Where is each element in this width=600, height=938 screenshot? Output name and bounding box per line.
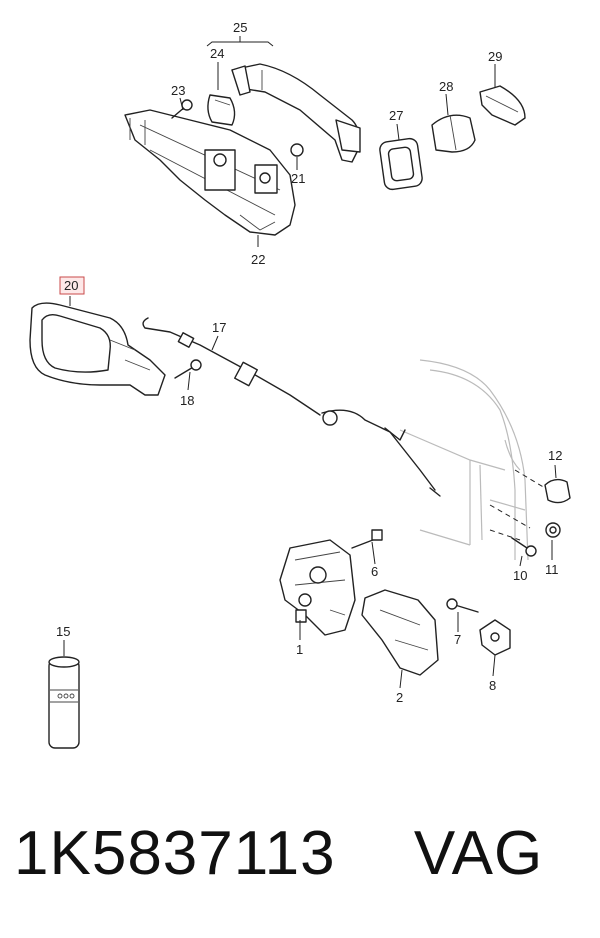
screw-part-23 xyxy=(171,99,193,119)
striker-part-8 xyxy=(479,619,511,656)
callout-12: 12 xyxy=(548,448,562,463)
callout-27: 27 xyxy=(389,108,403,123)
callout-24: 24 xyxy=(210,46,224,61)
callout-1: 1 xyxy=(296,642,303,657)
callout-23: 23 xyxy=(171,83,185,98)
callout-22: 22 xyxy=(251,252,265,267)
callout-2: 2 xyxy=(396,690,403,705)
handle-carrier-part-22 xyxy=(124,109,296,236)
part-number: 1K5837113 xyxy=(14,819,336,888)
callout-17: 17 xyxy=(212,320,226,335)
leader-lines xyxy=(63,36,557,689)
handle-part-25 xyxy=(231,63,361,163)
callout-20-highlight xyxy=(59,276,85,295)
callout-21: 21 xyxy=(291,171,305,186)
seal-part-21 xyxy=(290,143,304,157)
callout-28: 28 xyxy=(439,79,453,94)
parts-diagram: 25 24 23 21 22 27 28 29 20 17 18 12 6 10… xyxy=(29,20,571,749)
brand-label: VAG xyxy=(413,819,544,888)
callout-15: 15 xyxy=(56,624,70,639)
callout-11: 11 xyxy=(545,562,559,577)
cap-part-28 xyxy=(431,114,476,153)
callout-10: 10 xyxy=(513,568,527,583)
callout-6: 6 xyxy=(371,564,378,579)
clip-part-24 xyxy=(207,94,236,126)
callout-8: 8 xyxy=(489,678,496,693)
door-lock-part-1 xyxy=(279,539,356,636)
callout-25: 25 xyxy=(233,20,247,35)
screw-part-18 xyxy=(174,359,202,379)
lubricant-can-part-15 xyxy=(48,656,80,749)
callout-29: 29 xyxy=(488,49,502,64)
callout-18: 18 xyxy=(180,393,194,408)
screw-part-10 xyxy=(511,537,537,557)
nut-part-11 xyxy=(545,522,561,538)
door-body-outline xyxy=(399,359,529,561)
gasket-part-27 xyxy=(379,137,423,191)
bumper-part-12 xyxy=(544,478,571,504)
inner-handle-part-20 xyxy=(29,302,166,396)
callout-20: 20 xyxy=(64,278,78,293)
callout-labels: 25 24 23 21 22 27 28 29 20 17 18 12 6 10… xyxy=(56,20,562,705)
part-number-footer: 1K5837113 VAG xyxy=(14,818,594,898)
screw-part-7 xyxy=(446,598,479,613)
bracket-part-2 xyxy=(361,589,439,676)
cover-part-29 xyxy=(479,85,526,126)
pin-part-6 xyxy=(351,529,383,549)
cable-part-17 xyxy=(142,317,441,497)
callout-7: 7 xyxy=(454,632,461,647)
